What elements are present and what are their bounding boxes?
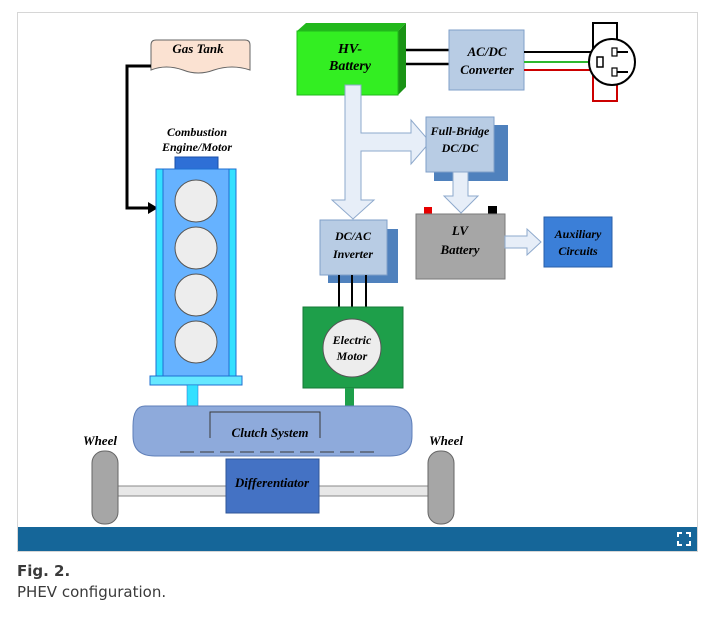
lv-to-aux-arrow (504, 227, 542, 257)
gas-tank-label: Gas Tank (172, 41, 224, 56)
positive-terminal (424, 207, 432, 215)
dcac-label-line1: DC/AC (334, 229, 372, 243)
figure-caption-label: Fig. 2. (17, 562, 71, 580)
gas-tank: Gas Tank (150, 39, 251, 74)
wire-black (524, 22, 618, 53)
expand-fullscreen-button[interactable] (676, 531, 692, 547)
engine-cap (174, 156, 219, 170)
electric-motor: Electric Motor (302, 306, 404, 406)
lv-battery-label-line2: Battery (440, 242, 480, 257)
power-flow-arrow (330, 84, 431, 220)
wire-red (524, 69, 618, 102)
phev-diagram: Gas Tank Combustion Engine/Motor HV- Bat… (83, 22, 636, 525)
dcac-inverter: DC/AC Inverter (319, 219, 398, 283)
figure-toolbar (18, 527, 697, 551)
engine-cylinder (174, 226, 218, 270)
fullbridge-dcdc: Full-Bridge DC/DC (425, 116, 508, 181)
expand-icon (677, 532, 691, 546)
wheel-left (91, 450, 119, 525)
outlet-plug-icon (588, 38, 636, 86)
engine-cylinder (174, 179, 218, 223)
lv-battery: LV Battery (415, 206, 506, 280)
aux-label-line2: Circuits (558, 244, 598, 258)
hv-battery-label-line2: Battery (328, 59, 372, 74)
wheel-right (427, 450, 455, 525)
fuel-line (125, 64, 151, 210)
clutch-system: Clutch System (132, 405, 413, 457)
acdc-label-line2: Converter (460, 62, 514, 77)
figure-caption-text: PHEV configuration. (17, 583, 167, 601)
hv-battery: HV- Battery (296, 23, 406, 96)
fullbridge-label-line2: DC/DC (441, 141, 480, 155)
motor-label-line2: Motor (336, 349, 368, 363)
fuel-line-arrowhead (148, 202, 158, 214)
engine-cylinder (174, 320, 218, 364)
hv-battery-label-line1: HV- (337, 42, 362, 57)
aux-label-line1: Auxiliary (554, 227, 602, 241)
acdc-converter: AC/DC Converter (448, 29, 525, 91)
negative-terminal (488, 206, 497, 215)
differentiator-label: Differentiator (234, 475, 310, 490)
dcdc-to-lv-arrow (442, 171, 480, 214)
clutch-label: Clutch System (232, 425, 309, 440)
wheel-right-label: Wheel (429, 433, 463, 448)
motor-label-line1: Electric (332, 333, 372, 347)
wheel-left-label: Wheel (83, 433, 117, 448)
fullbridge-label-line1: Full-Bridge (430, 124, 490, 138)
dcac-label-line2: Inverter (332, 247, 373, 261)
acdc-label-line1: AC/DC (466, 44, 506, 59)
engine-base (149, 375, 243, 386)
combustion-engine (149, 156, 243, 407)
engine-label-line1: Combustion (167, 125, 227, 139)
lv-battery-label-line1: LV (451, 223, 469, 238)
motor-shaft (345, 388, 354, 406)
engine-shaft (186, 384, 199, 407)
engine-cylinder (174, 273, 218, 317)
engine-label-line2: Engine/Motor (161, 140, 232, 154)
auxiliary-circuits: Auxiliary Circuits (543, 216, 613, 268)
differentiator: Differentiator (225, 458, 320, 514)
